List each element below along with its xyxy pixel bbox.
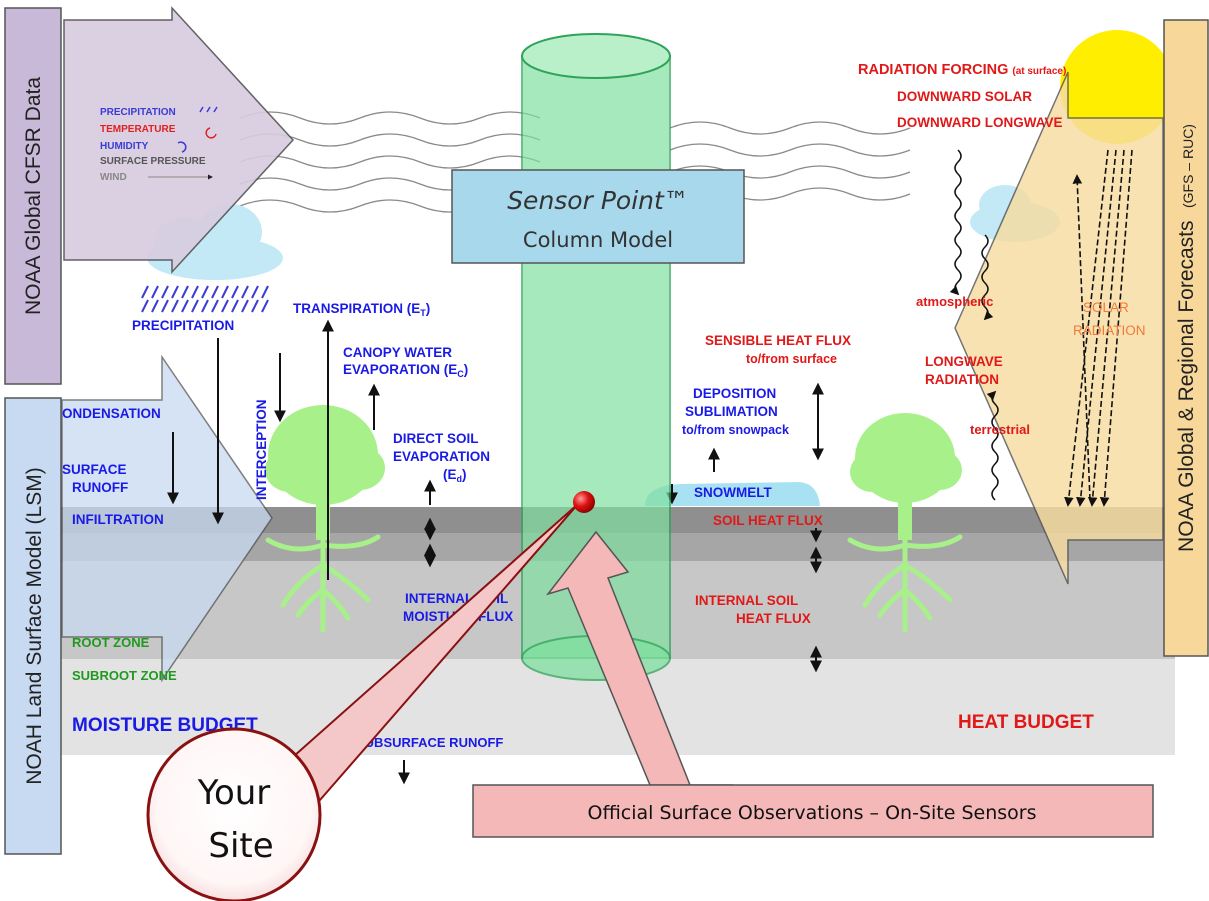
- moisture-flux-arrows: [167, 319, 720, 785]
- label-condensation: ONDENSATION: [62, 406, 161, 421]
- label-canopy-2: EVAPORATION (EC): [343, 362, 468, 379]
- your-site-callout: Your Site: [146, 491, 595, 901]
- tree-icon-right: [847, 413, 963, 633]
- observations-box: [472, 784, 1154, 838]
- your-site-circle: [146, 727, 322, 901]
- label-canopy-1: CANOPY WATER: [343, 345, 452, 360]
- site-marker: [573, 491, 595, 513]
- label-solar-2: RADIATION: [1073, 323, 1146, 338]
- input-humidity: HUMIDITY: [100, 141, 149, 152]
- label-longwave-1: LONGWAVE: [925, 354, 1003, 369]
- observations-callout: Official Surface Observations – On-Site …: [472, 530, 1154, 838]
- label-internal-heat-1: INTERNAL SOIL: [695, 593, 798, 608]
- label-surface-runoff-2: RUNOFF: [72, 480, 128, 495]
- sensor-point-box: Sensor Point™ Column Model: [451, 169, 745, 264]
- humidity-mini-icon: [177, 141, 187, 153]
- zone-labels: ROOT ZONE SUBROOT ZONE: [72, 635, 177, 683]
- input-surface-pressure: SURFACE PRESSURE: [100, 156, 206, 167]
- label-snowmelt: SNOWMELT: [694, 485, 772, 500]
- label-transpiration: TRANSPIRATION (ET): [293, 301, 430, 318]
- solar-rays: [1064, 149, 1133, 507]
- label-longwave-2: RADIATION: [925, 372, 999, 387]
- label-direct-soil-3: (Ed): [443, 467, 467, 484]
- observations-pointer: [545, 530, 733, 786]
- label-radiation-forcing: RADIATION FORCING(at surface): [858, 62, 1066, 78]
- label-sensible-1: SENSIBLE HEAT FLUX: [705, 333, 851, 348]
- label-atmospheric: atmospheric: [916, 294, 993, 309]
- label-deposition-1: DEPOSITION: [693, 386, 776, 401]
- cfsr-title-bar: [4, 7, 62, 385]
- label-interception: INTERCEPTION: [254, 399, 269, 500]
- label-subroot-zone: SUBROOT ZONE: [72, 668, 177, 683]
- label-surface-runoff-1: SURFACE: [62, 462, 127, 477]
- label-infiltration: INFILTRATION: [72, 512, 164, 527]
- sun-icon: [1060, 30, 1174, 144]
- sensor-point-title: Sensor Point™: [507, 186, 689, 215]
- label-terrestrial: terrestrial: [970, 422, 1030, 437]
- label-soil-heat-flux: SOIL HEAT FLUX: [713, 513, 823, 528]
- label-downward-longwave: DOWNWARD LONGWAVE: [897, 115, 1063, 130]
- column-model-subtitle: Column Model: [523, 228, 673, 252]
- label-deposition-3: to/from snowpack: [682, 423, 789, 437]
- label-internal-heat-2: HEAT FLUX: [736, 611, 811, 626]
- forecast-title-group: NOAA Global & Regional Forecasts (GFS – …: [1175, 124, 1198, 552]
- observations-text: Official Surface Observations – On-Site …: [587, 802, 1036, 824]
- snowpack-icon: [645, 482, 820, 506]
- rain-mini-icon: [199, 106, 218, 113]
- input-temperature: TEMPERATURE: [100, 124, 176, 135]
- label-root-zone: ROOT ZONE: [72, 635, 150, 650]
- label-deposition-2: SUBLIMATION: [685, 404, 778, 419]
- label-sensible-2: to/from surface: [746, 352, 837, 366]
- rain-icon: [141, 285, 269, 313]
- input-precipitation: PRECIPITATION: [100, 107, 176, 118]
- input-wind: WIND: [100, 172, 127, 183]
- heat-labels: RADIATION FORCING(at surface) DOWNWARD S…: [695, 62, 1146, 733]
- heat-flux-arrows: [810, 382, 824, 673]
- tree-icon-left: [265, 405, 385, 633]
- label-precipitation: PRECIPITATION: [132, 318, 234, 333]
- forecast-subtitle: (GFS – RUC): [1180, 124, 1196, 208]
- longwave-arrows: [949, 149, 999, 501]
- lsm-panel: NOAH Land Surface Model (LSM): [4, 354, 273, 855]
- your-site-label-2: Site: [208, 826, 273, 866]
- label-subsurface-runoff: SUBSURFACE RUNOFF: [356, 735, 503, 750]
- label-direct-soil-2: EVAPORATION: [393, 449, 490, 464]
- lsm-title: NOAH Land Surface Model (LSM): [23, 467, 46, 784]
- label-downward-solar: DOWNWARD SOLAR: [897, 89, 1032, 104]
- forecast-title: NOAA Global & Regional Forecasts: [1175, 220, 1198, 552]
- temperature-mini-icon: [205, 127, 217, 139]
- forecast-title-bar: [1163, 19, 1209, 657]
- label-solar-1: SOLAR: [1083, 300, 1129, 315]
- cfsr-data-panel: NOAA Global CFSR Data PRECIPITATION TEMP…: [4, 6, 295, 385]
- moisture-labels: PRECIPITATION TRANSPIRATION (ET) CANOPY …: [62, 301, 789, 750]
- lsm-title-bar: [4, 397, 62, 855]
- cfsr-title: NOAA Global CFSR Data: [22, 77, 45, 315]
- label-direct-soil-1: DIRECT SOIL: [393, 431, 479, 446]
- your-site-label-1: Your: [197, 773, 271, 813]
- label-heat-budget: HEAT BUDGET: [958, 712, 1094, 733]
